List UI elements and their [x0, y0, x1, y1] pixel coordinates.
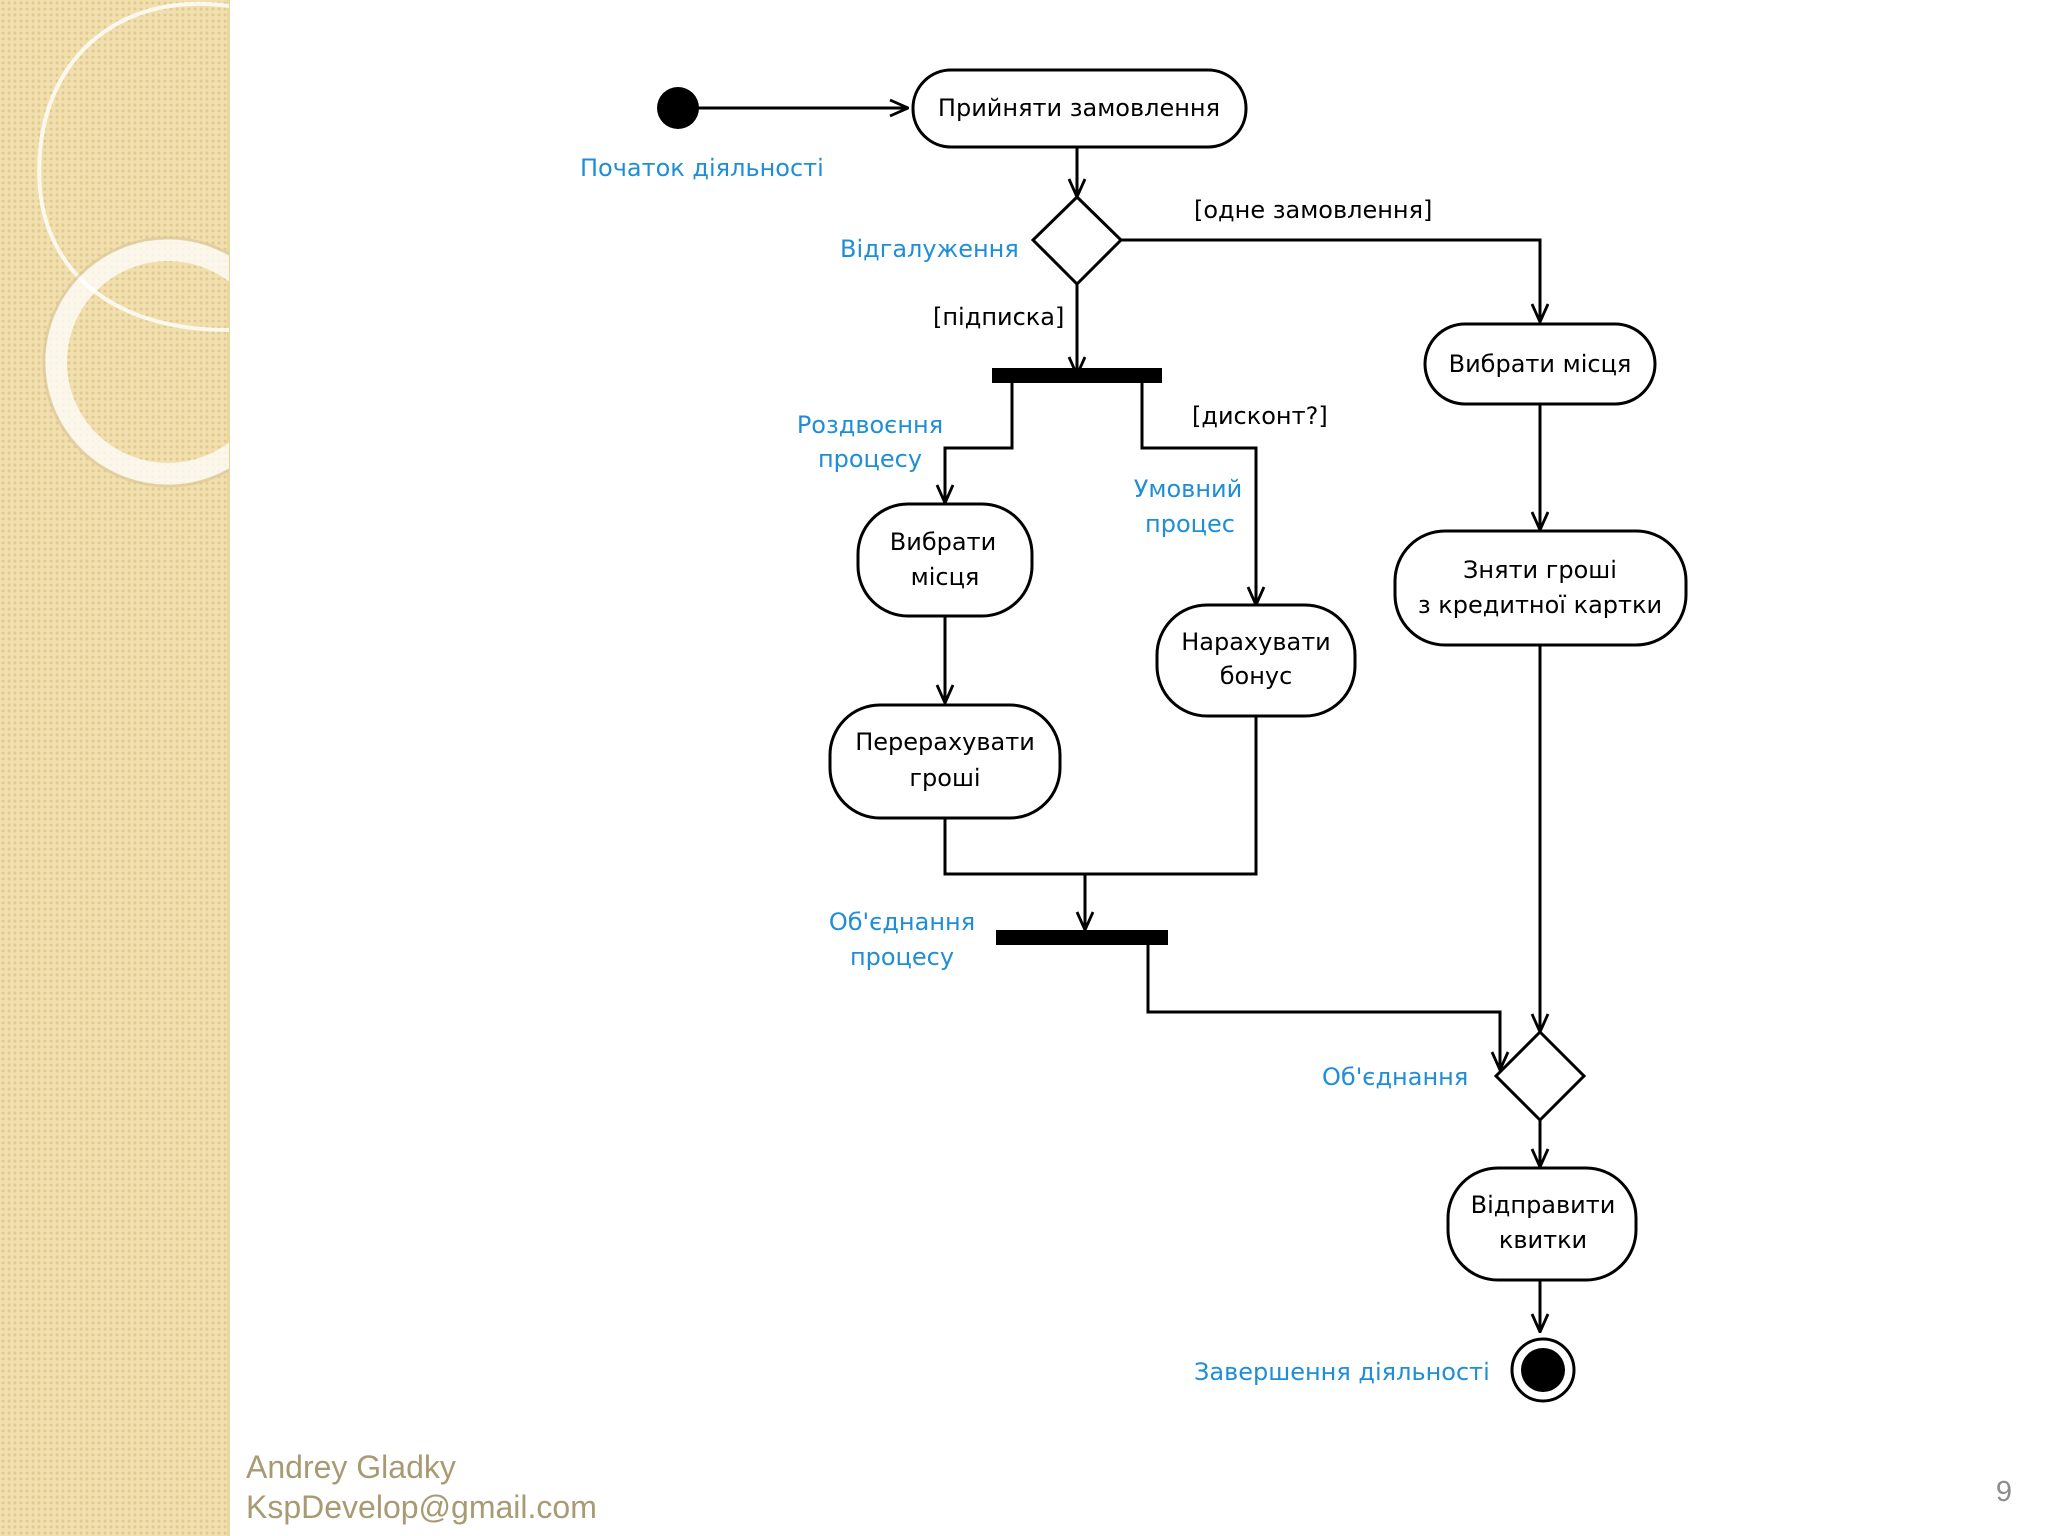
action-label: Прийняти замовлення [938, 94, 1220, 122]
sidebar-edge [227, 0, 230, 1536]
edge-bonus-to-join [1085, 716, 1258, 930]
action-label-line-1: Відправити [1471, 1191, 1616, 1219]
edge-recount-to-join [943, 818, 1085, 876]
action-choose-seats-sub: Вибрати місця [856, 502, 1034, 618]
edge-join-to-merge [1146, 937, 1500, 1070]
action-add-bonus: Нарахувати бонус [1155, 603, 1357, 718]
final-node [1510, 1337, 1576, 1403]
action-send-tickets: Відправити квитки [1446, 1166, 1638, 1282]
action-charge-card: Зняти гроші з кредитної картки [1393, 529, 1688, 647]
initial-node [657, 87, 699, 129]
guard-discount: [дисконт?] [1192, 402, 1328, 430]
action-accept-order: Прийняти замовлення [911, 68, 1248, 149]
note-join-line-2: процесу [850, 943, 954, 971]
note-join-line-1: Об'єднання [829, 908, 975, 936]
action-label-line-1: Перерахувати [855, 728, 1035, 756]
decision-branch [1030, 194, 1124, 287]
note-fork-line-2: процесу [818, 445, 922, 473]
page-number: 9 [1995, 1476, 2012, 1508]
author-email: KspDevelop@gmail.com [246, 1489, 597, 1525]
action-label-line-2: бонус [1220, 662, 1293, 690]
edge-fork-to-choose [945, 376, 1014, 503]
action-choose-seats-single: Вибрати місця [1423, 322, 1657, 406]
note-branch: Відгалуження [840, 235, 1019, 263]
note-merge: Об'єднання [1322, 1063, 1468, 1091]
join-bar [996, 930, 1168, 945]
note-conditional-line-1: Умовний [1134, 475, 1242, 503]
action-label-line-2: з кредитної картки [1418, 591, 1662, 619]
action-label-line-2: місця [911, 563, 980, 591]
action-recount-money: Перерахувати гроші [828, 703, 1062, 820]
action-label-line-2: гроші [909, 764, 980, 792]
note-activity-start: Початок діяльності [580, 154, 824, 182]
fork-bar [992, 368, 1162, 383]
note-conditional-line-2: процес [1145, 510, 1235, 538]
author-name: Andrey Gladky [246, 1449, 456, 1485]
decorative-rings [37, 1, 229, 488]
note-activity-end: Завершення діяльності [1194, 1358, 1490, 1386]
flow-edges [683, 108, 1540, 1332]
action-label-line-2: квитки [1499, 1226, 1587, 1254]
action-label-line-1: Вибрати [890, 528, 996, 556]
guard-subscription: [підписка] [933, 303, 1064, 331]
action-label: Вибрати місця [1449, 350, 1632, 378]
decision-merge [1493, 1029, 1587, 1123]
edge-fork-to-bonus [1140, 376, 1256, 605]
edge-branch-to-single [1121, 238, 1540, 322]
guard-single-order: [одне замовлення] [1194, 196, 1432, 224]
note-fork-line-1: Роздвоєння [797, 411, 943, 439]
action-label-line-1: Нарахувати [1181, 628, 1331, 656]
action-label-line-1: Зняти гроші [1463, 556, 1617, 584]
